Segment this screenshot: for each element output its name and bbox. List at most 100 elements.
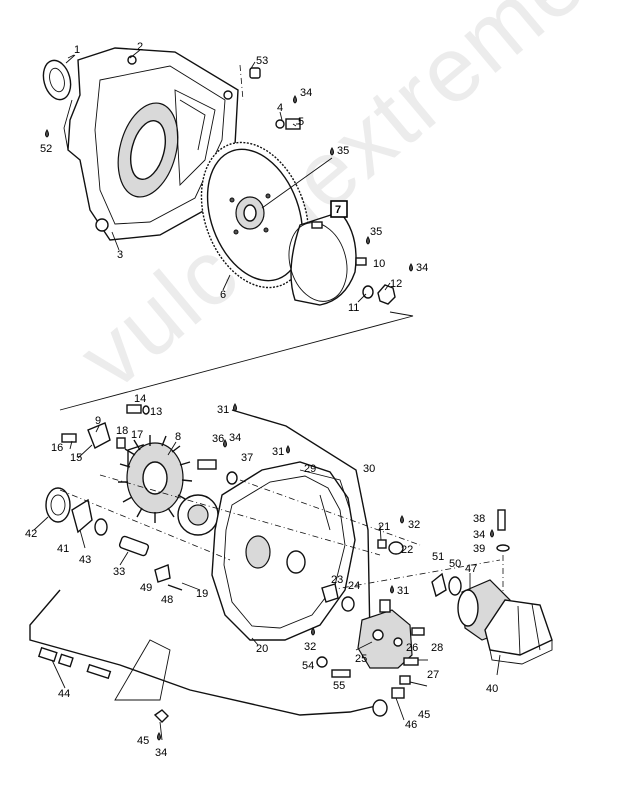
screw-part — [116, 437, 126, 449]
label-32b: 32 — [408, 519, 420, 531]
label-35a: 35 — [337, 145, 349, 157]
bolt-part — [61, 433, 77, 443]
label-22: 22 — [401, 544, 413, 556]
label-12: 12 — [390, 278, 402, 290]
sealant-drop-icon — [400, 515, 404, 524]
sealant-drop-icon — [409, 263, 413, 272]
label-43: 43 — [79, 554, 91, 566]
label-14: 14 — [134, 393, 146, 405]
sealant-drop-icon — [157, 732, 161, 741]
label-32a: 32 — [304, 641, 316, 653]
oil-seal-part — [45, 487, 71, 523]
label-40: 40 — [486, 683, 498, 695]
label-25: 25 — [355, 653, 367, 665]
sealant-drop-icon — [45, 129, 49, 138]
pin-part — [167, 584, 183, 591]
label-31b: 31 — [272, 446, 284, 458]
washer-part — [362, 285, 374, 299]
label-41: 41 — [57, 543, 69, 555]
label-50: 50 — [449, 558, 461, 570]
plug-part — [388, 541, 404, 555]
label-31c: 31 — [397, 585, 409, 597]
label-29: 29 — [304, 463, 316, 475]
label-18: 18 — [116, 425, 128, 437]
label-46: 46 — [405, 719, 417, 731]
cable-part — [29, 589, 381, 716]
label-20: 20 — [256, 643, 268, 655]
cover-part — [211, 461, 356, 641]
bolt-part — [331, 669, 351, 678]
label-34d: 34 — [473, 529, 485, 541]
label-51: 51 — [432, 551, 444, 563]
leader-lines — [33, 49, 501, 741]
screw-part — [403, 657, 419, 666]
label-15: 15 — [70, 452, 82, 464]
sealant-drop-icon — [293, 95, 297, 104]
label-34b: 34 — [416, 262, 428, 274]
screw-part — [126, 404, 150, 415]
nut-part — [377, 284, 396, 305]
label-27: 27 — [427, 669, 439, 681]
sealant-drop-icon — [490, 529, 494, 538]
nut-part — [399, 675, 411, 685]
gasket-part — [431, 572, 447, 598]
fitting-part — [372, 699, 388, 717]
label-38: 38 — [473, 513, 485, 525]
label-2: 2 — [137, 41, 143, 53]
o-ring-part — [341, 596, 355, 612]
label-10: 10 — [373, 258, 385, 270]
cable-end-part — [37, 646, 112, 680]
label-47: 47 — [465, 563, 477, 575]
label-54: 54 — [302, 660, 314, 672]
label-33: 33 — [113, 566, 125, 578]
callout-box — [330, 200, 348, 218]
sealant-drop-icon — [311, 627, 315, 636]
label-37: 37 — [241, 452, 253, 464]
screw-part — [411, 627, 425, 636]
label-4: 4 — [277, 102, 283, 114]
label-1: 1 — [74, 44, 80, 56]
washer-part — [377, 539, 387, 549]
pump-shaft-part — [71, 498, 108, 536]
label-23: 23 — [331, 574, 343, 586]
label-21: 21 — [378, 521, 390, 533]
sealant-drop-icon — [390, 585, 394, 594]
sealant-drop-icon — [286, 445, 290, 454]
label-36: 36 — [212, 433, 224, 445]
plug-part — [249, 67, 261, 79]
part-labels: 1 2 3 4 5 6 8 9 10 11 12 13 14 15 16 17 … — [25, 41, 498, 759]
label-52: 52 — [40, 143, 52, 155]
label-44: 44 — [58, 688, 70, 700]
seal-ring-part — [42, 54, 75, 101]
bolt-part — [197, 459, 217, 470]
label-34c: 34 — [229, 432, 241, 444]
sealant-drop-icon — [233, 403, 237, 412]
label-8: 8 — [175, 431, 181, 443]
bracket-part — [87, 422, 111, 449]
label-28: 28 — [431, 642, 443, 654]
label-9: 9 — [95, 415, 101, 427]
bracket-part — [114, 639, 171, 701]
rotor-cup-part — [288, 211, 357, 306]
label-5: 5 — [298, 116, 304, 128]
label-45b: 45 — [418, 709, 430, 721]
label-13: 13 — [150, 406, 162, 418]
bolt-part — [275, 118, 301, 130]
label-6: 6 — [220, 289, 226, 301]
label-55: 55 — [333, 680, 345, 692]
label-42: 42 — [25, 528, 37, 540]
sealant-drop-icon — [366, 236, 370, 245]
fitting-part — [391, 687, 405, 699]
nut-part — [153, 709, 169, 723]
label-34e: 34 — [155, 747, 167, 759]
screw-part — [355, 257, 367, 266]
label-34a: 34 — [300, 87, 312, 99]
callout-label-7: 7 — [335, 204, 341, 216]
label-19: 19 — [196, 588, 208, 600]
ring-gear-part — [200, 141, 310, 289]
label-24: 24 — [348, 580, 360, 592]
fitting-part — [321, 583, 339, 603]
clamp-part — [154, 564, 171, 583]
bolt-part — [497, 509, 506, 531]
